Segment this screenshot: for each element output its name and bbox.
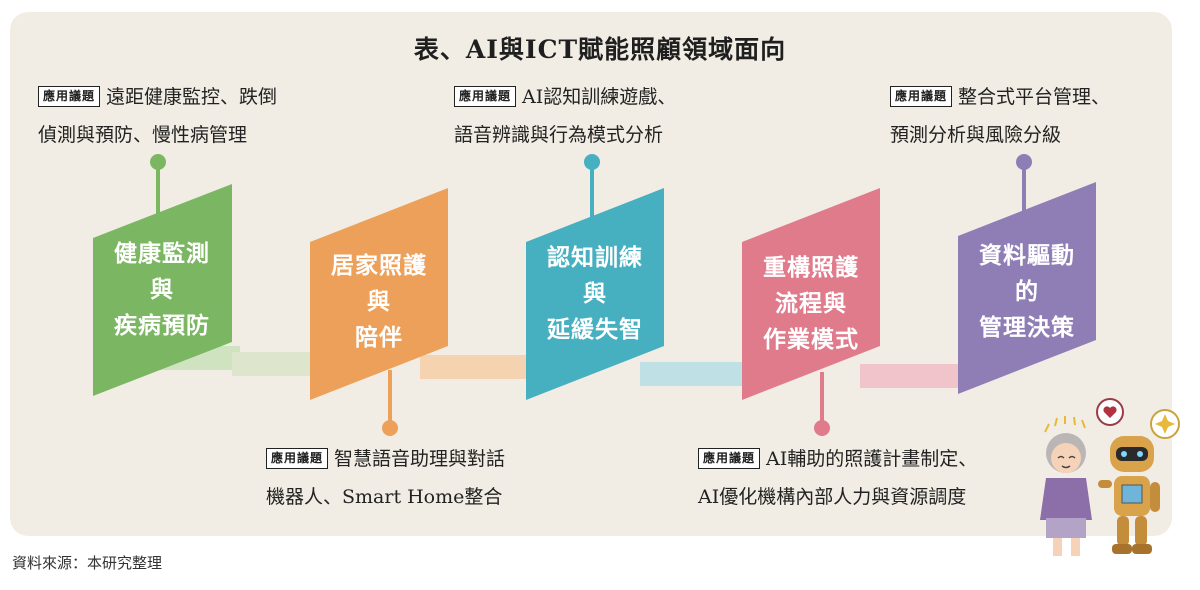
band-segment-5 <box>860 364 970 388</box>
card-3 <box>526 188 664 400</box>
tag-badge: 應用議題 <box>266 448 329 469</box>
tag-badge: 應用議題 <box>698 448 761 469</box>
card-3-line-2: 與 <box>583 280 607 307</box>
note-4-line-2: AI優化機構內部人力與資源調度 <box>698 486 967 508</box>
card-2-line-2: 與 <box>367 288 391 315</box>
note-1-line-1: 遠距健康監控、跌倒 <box>106 86 278 108</box>
stem-dot-3 <box>584 154 600 170</box>
card-label-3: 認知訓練 與 延緩失智 <box>525 240 665 348</box>
source-note: 資料來源：本研究整理 <box>12 554 163 572</box>
card-label-2: 居家照護 與 陪伴 <box>309 248 449 356</box>
band-segment-3 <box>420 355 530 379</box>
card-label-5: 資料驅動 的 管理決策 <box>957 238 1097 346</box>
card-2 <box>310 188 448 400</box>
card-1 <box>93 184 232 396</box>
application-note-2: 應用議題智慧語音助理與對話 機器人、Smart Home整合 <box>266 440 505 516</box>
note-4-line-1: AI輔助的照護計畫制定、 <box>766 448 978 470</box>
card-3-line-3: 延緩失智 <box>547 316 643 343</box>
note-3-line-2: 語音辨識與行為模式分析 <box>454 124 664 146</box>
stem-dot-4 <box>814 420 830 436</box>
robot-illustration <box>1096 398 1180 554</box>
card-4-line-3: 作業模式 <box>763 326 859 353</box>
stem-dot-5 <box>1016 154 1032 170</box>
card-2-line-1: 居家照護 <box>331 252 427 279</box>
card-2-line-3: 陪伴 <box>355 324 403 351</box>
note-5-line-2: 預測分析與風險分級 <box>890 124 1062 146</box>
note-2-line-2: 機器人、Smart Home整合 <box>266 486 503 508</box>
note-3-line-1: AI認知訓練遊戲、 <box>522 86 677 108</box>
tag-badge: 應用議題 <box>454 86 517 107</box>
card-label-4: 重構照護 流程與 作業模式 <box>741 250 881 358</box>
card-1-line-3: 疾病預防 <box>114 312 210 339</box>
band-segment-4 <box>640 362 750 386</box>
card-5-line-3: 管理決策 <box>979 314 1075 341</box>
note-1-line-2: 偵測與預防、慢性病管理 <box>38 124 248 146</box>
card-1-line-2: 與 <box>150 276 174 303</box>
stem-dot-1 <box>150 154 166 170</box>
card-4-line-2: 流程與 <box>775 290 847 317</box>
card-label-1: 健康監測 與 疾病預防 <box>92 236 232 344</box>
tag-badge: 應用議題 <box>38 86 101 107</box>
card-4 <box>742 188 880 400</box>
card-4-line-1: 重構照護 <box>763 254 859 281</box>
application-note-1: 應用議題遠距健康監控、跌倒 偵測與預防、慢性病管理 <box>38 78 277 154</box>
stem-dot-2 <box>382 420 398 436</box>
tag-badge: 應用議題 <box>890 86 953 107</box>
elderly-woman-illustration <box>1040 416 1092 556</box>
card-5 <box>958 182 1096 394</box>
note-2-line-1: 智慧語音助理與對話 <box>334 448 506 470</box>
diagram-title: 表、AI與ICT賦能照顧領域面向 <box>413 35 787 64</box>
note-5-line-1: 整合式平台管理、 <box>958 86 1111 108</box>
card-5-line-1: 資料驅動 <box>979 242 1075 269</box>
application-note-5: 應用議題整合式平台管理、 預測分析與風險分級 <box>890 78 1110 154</box>
card-3-line-1: 認知訓練 <box>547 244 643 271</box>
card-5-line-2: 的 <box>1015 278 1039 305</box>
card-1-line-1: 健康監測 <box>114 240 210 267</box>
